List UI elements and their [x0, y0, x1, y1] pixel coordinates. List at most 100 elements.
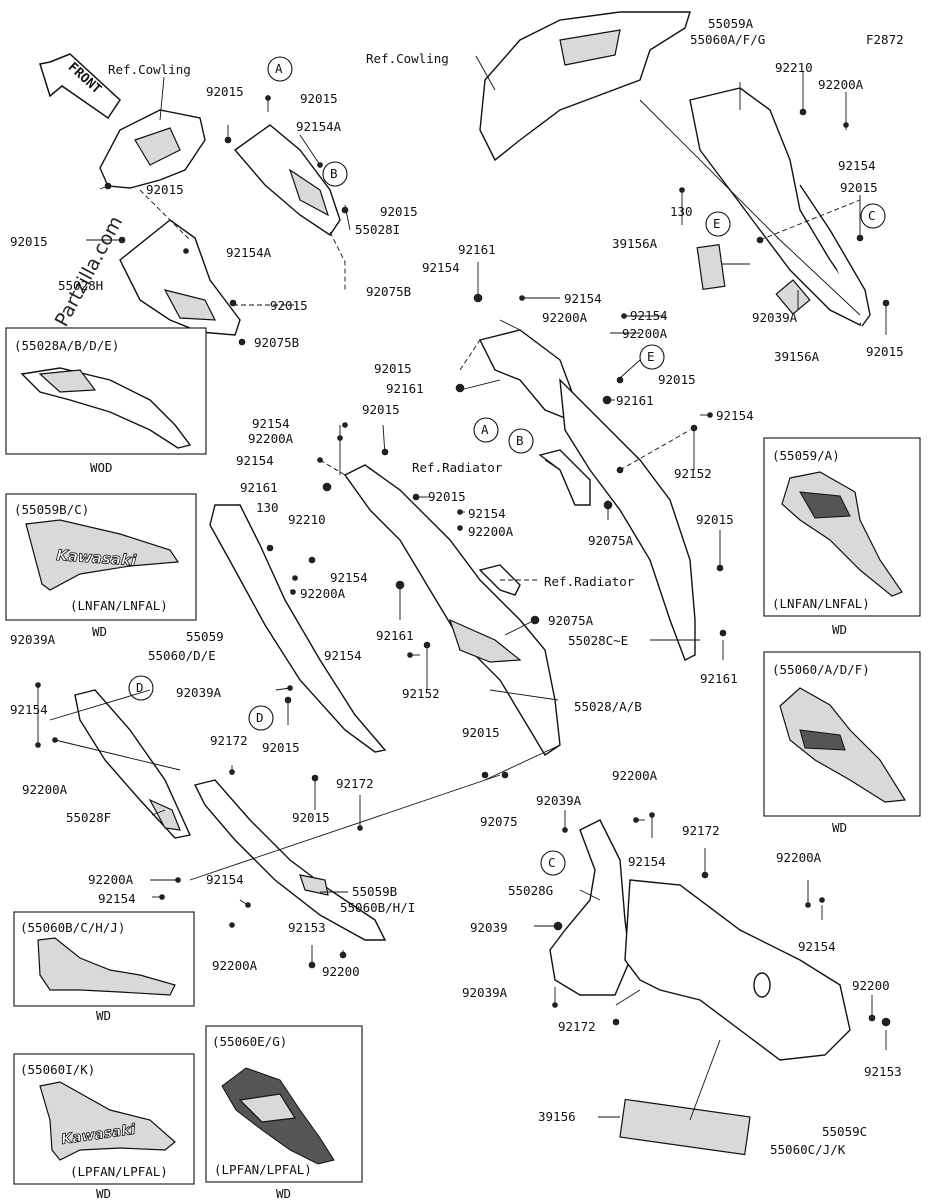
label-92154a-2[interactable]: 92154A: [226, 245, 272, 260]
label-55060de[interactable]: 55060/D/E: [148, 648, 216, 663]
inset-55060i-k[interactable]: (55060I/K) Kawasaki (LPFAN/LPFAL) WD: [13, 1053, 195, 1200]
label-92015-m1[interactable]: 92015: [362, 402, 400, 417]
label-92161-c2[interactable]: 92161: [386, 381, 424, 396]
label-92154-m1[interactable]: 92154: [252, 416, 290, 431]
label-ref-radiator-1[interactable]: Ref.Radiator: [412, 460, 503, 475]
label-92015-m6[interactable]: 92015: [462, 725, 500, 740]
label-92200-b[interactable]: 92200: [852, 978, 890, 993]
part-55028h[interactable]: [119, 219, 241, 336]
label-92161-m1[interactable]: 92161: [240, 480, 278, 495]
label-92154-l1[interactable]: 92154: [10, 702, 48, 717]
part-55028f[interactable]: [74, 689, 192, 839]
label-92200a-b1[interactable]: 92200A: [612, 768, 658, 783]
label-92154-c3[interactable]: 92154: [630, 308, 668, 323]
part-55059a[interactable]: [689, 87, 866, 326]
inset-55028a-b-d-e[interactable]: (55028A/B/D/E) WOD: [5, 327, 207, 475]
label-ref-cowling-top[interactable]: Ref.Cowling: [366, 51, 449, 66]
label-92039a-b1[interactable]: 92039A: [536, 793, 582, 808]
label-92075b-1[interactable]: 92075B: [366, 284, 411, 299]
label-55028h[interactable]: 55028H: [58, 278, 103, 293]
label-55028g[interactable]: 55028G: [508, 883, 553, 898]
label-55060cjk[interactable]: 55060C/J/K: [770, 1142, 846, 1157]
label-92172-b1[interactable]: 92172: [682, 823, 720, 838]
label-92200a-m2[interactable]: 92200A: [468, 524, 514, 539]
label-55059a[interactable]: 55059A: [708, 16, 754, 31]
label-92075a-2[interactable]: 92075A: [548, 613, 594, 628]
inset-55059-a[interactable]: (55059/A) (LNFAN/LNFAL) WD: [763, 437, 921, 637]
label-92075b-2[interactable]: 92075B: [254, 335, 299, 350]
part-55028c-e[interactable]: [559, 378, 696, 661]
label-92015-c1[interactable]: 92015: [374, 361, 412, 376]
part-55028g[interactable]: [549, 819, 631, 996]
label-92075[interactable]: 92075: [480, 814, 518, 829]
label-92039a-b2[interactable]: 92039A: [462, 985, 508, 1000]
label-92154-r1[interactable]: 92154: [838, 158, 876, 173]
label-92161-m2[interactable]: 92161: [376, 628, 414, 643]
label-92154-c1[interactable]: 92154: [422, 260, 460, 275]
label-92154-m2[interactable]: 92154: [236, 453, 274, 468]
label-92161-c3[interactable]: 92161: [616, 393, 654, 408]
label-92015-t1[interactable]: 92015: [206, 84, 244, 99]
label-92154-b1[interactable]: 92154: [628, 854, 666, 869]
label-92152-c1[interactable]: 92152: [674, 466, 712, 481]
label-92161-c1[interactable]: 92161: [458, 242, 496, 257]
inset-55060e-g[interactable]: (55060E/G) (LPFAN/LPFAL) WD: [205, 1025, 363, 1200]
label-55060afg[interactable]: 55060A/F/G: [690, 32, 765, 47]
label-130-r[interactable]: 130: [670, 204, 693, 219]
label-92154-l3[interactable]: 92154: [206, 872, 244, 887]
label-92200a-l3[interactable]: 92200A: [212, 958, 258, 973]
label-92200a-m1[interactable]: 92200A: [248, 431, 294, 446]
label-92154-c2[interactable]: 92154: [564, 291, 602, 306]
label-92172-b2[interactable]: 92172: [558, 1019, 596, 1034]
part-55059c[interactable]: [624, 879, 851, 1061]
label-55059c[interactable]: 55059C: [822, 1124, 867, 1139]
label-92154-m4[interactable]: 92154: [330, 570, 368, 585]
label-92015-l[interactable]: 92015: [10, 234, 48, 249]
label-92154a-1[interactable]: 92154A: [296, 119, 342, 134]
label-92154-b2[interactable]: 92154: [798, 939, 836, 954]
label-92153-l[interactable]: 92153: [288, 920, 326, 935]
inset-55060b-c-h-j[interactable]: (55060B/C/H/J) WD: [13, 911, 195, 1023]
label-39156a-1[interactable]: 39156A: [612, 236, 658, 251]
label-55028f[interactable]: 55028F: [66, 810, 111, 825]
label-55059[interactable]: 55059: [186, 629, 224, 644]
label-92154-c4[interactable]: 92154: [716, 408, 754, 423]
inset-55060-a-d-f[interactable]: (55060/A/D/F) WD: [763, 651, 921, 835]
label-55028-a-b[interactable]: 55028/A/B: [574, 699, 642, 714]
part-39156[interactable]: [619, 1098, 751, 1156]
label-55028i[interactable]: 55028I: [355, 222, 400, 237]
label-55060bhi[interactable]: 55060B/H/I: [340, 900, 415, 915]
label-92172-m2[interactable]: 92172: [336, 776, 374, 791]
label-92210-m[interactable]: 92210: [288, 512, 326, 527]
label-92075a-1[interactable]: 92075A: [588, 533, 634, 548]
part-55059b[interactable]: [193, 779, 387, 941]
label-92161-m3[interactable]: 92161: [700, 671, 738, 686]
label-92015-t5[interactable]: 92015: [270, 298, 308, 313]
label-92015-c2[interactable]: 92015: [658, 372, 696, 387]
inset-55059b-c[interactable]: (55059B/C) Kawasaki (LNFAN/LNFAL) WD: [5, 493, 197, 639]
label-92210-r[interactable]: 92210: [775, 60, 813, 75]
label-92154-m3[interactable]: 92154: [468, 506, 506, 521]
label-92015-m3[interactable]: 92015: [696, 512, 734, 527]
label-92015-m5[interactable]: 92015: [292, 810, 330, 825]
label-92015-m2[interactable]: 92015: [428, 489, 466, 504]
label-130-m[interactable]: 130: [256, 500, 279, 515]
label-ref-radiator-2[interactable]: Ref.Radiator: [544, 574, 635, 589]
label-92200a-l1[interactable]: 92200A: [22, 782, 68, 797]
label-ref-cowling-left[interactable]: Ref.Cowling: [108, 62, 191, 77]
label-39156a-2[interactable]: 39156A: [774, 349, 820, 364]
label-92200a-l2[interactable]: 92200A: [88, 872, 134, 887]
label-92152-m[interactable]: 92152: [402, 686, 440, 701]
label-92200a-b2[interactable]: 92200A: [776, 850, 822, 865]
label-92039a-m[interactable]: 92039A: [176, 685, 222, 700]
label-39156[interactable]: 39156: [538, 1109, 576, 1124]
label-92200a-c1[interactable]: 92200A: [542, 310, 588, 325]
part-39156a-1[interactable]: [696, 243, 726, 291]
label-55059b[interactable]: 55059B: [352, 884, 397, 899]
part-55028-a-b[interactable]: [343, 464, 561, 756]
label-92172-m1[interactable]: 92172: [210, 733, 248, 748]
label-92015-m4[interactable]: 92015: [262, 740, 300, 755]
label-92200a-c2[interactable]: 92200A: [622, 326, 668, 341]
label-92015-r1[interactable]: 92015: [840, 180, 878, 195]
ref-cowling-shape[interactable]: [479, 11, 691, 162]
